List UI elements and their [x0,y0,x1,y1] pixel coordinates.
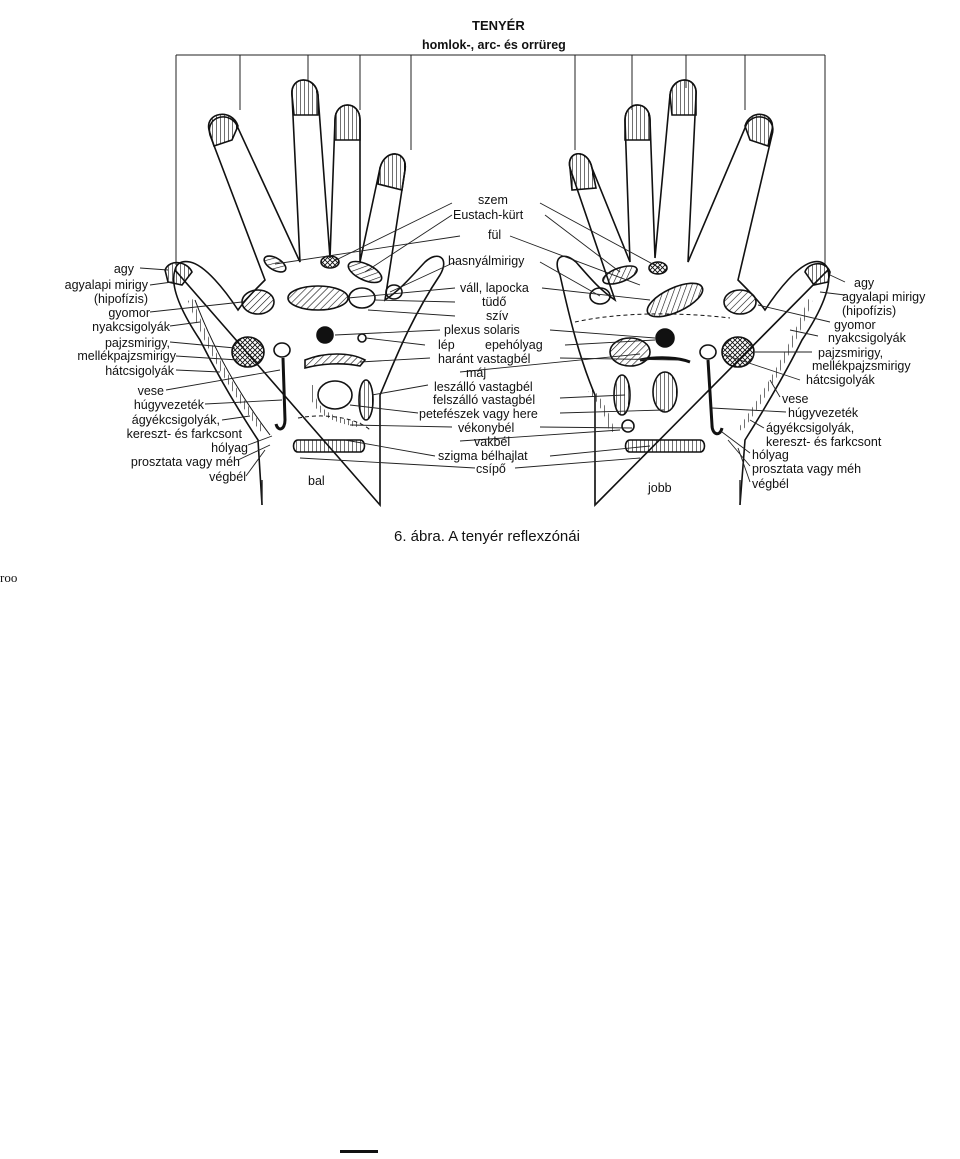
center-label-plexus: plexus solaris [444,323,520,337]
right-hand [556,79,831,507]
center-label-vekonybel: vékonybél [458,421,515,435]
left-label-hatcsigolyak: hátcsigolyák [105,364,174,378]
right-label-pajzsmirigy: pajzsmirigy, [818,346,884,360]
right-label-hugyvezetek: húgyvezeték [788,406,859,420]
frame-lines [175,54,826,265]
right-label-mellekpajzsmirigy: mellékpajzsmirigy [812,359,911,373]
right-label-agyalapi: agyalapi mirigy [842,290,926,304]
left-hand-label: bal [308,474,325,488]
center-label-szem: szem [478,193,508,207]
diagram-subtitle: homlok-, arc- és orrüreg [422,38,566,52]
right-label-agyekcsigolyak: ágyékcsigolyák, [766,421,855,435]
figure-caption: 6. ábra. A tenyér reflexzónái [394,528,580,545]
center-label-szigma: szigma bélhajlat [438,449,528,463]
right-hand-label: jobb [648,481,672,495]
center-label-tudo: tüdő [482,295,507,309]
center-label-leszallo: leszálló vastagbél [434,380,533,394]
side-leader-lines [139,267,846,483]
center-label-lep: lép [438,338,455,352]
left-label-holyag: hólyag [211,441,248,455]
center-label-ful: fül [488,228,502,242]
center-label-eustach: Eustach-kürt [453,208,524,222]
center-label-maj: máj [466,366,487,380]
right-label-kereszt: kereszt- és farkcsont [766,435,882,449]
right-label-holyag: hólyag [752,448,789,462]
left-hand [164,79,445,508]
left-label-nyakcsigolyak: nyakcsigolyák [92,320,170,334]
left-label-prosztata: prosztata vagy méh [130,455,240,469]
center-label-harant: haránt vastagbél [438,352,531,366]
left-label-vese: vese [137,384,164,398]
center-label-hasnyal: hasnyálmirigy [448,254,525,268]
left-label-hugyvezetek: húgyvezeték [133,398,204,412]
right-label-hipofizis: (hipofízis) [842,304,897,318]
right-label-vese: vese [782,392,809,406]
right-label-prosztata: prosztata vagy méh [752,462,862,476]
page-footer-dash [340,1150,378,1153]
right-label-vegbel: végbél [752,477,789,491]
right-label-nyakcsigolyak: nyakcsigolyák [828,331,906,345]
right-label-gyomor: gyomor [834,318,876,332]
center-label-sziv: szív [486,309,509,323]
left-label-mellekpajzsmirigy: mellékpajzsmirigy [77,349,176,363]
left-label-agyekcsigolyak: ágyékcsigolyák, [131,413,220,427]
left-label-kereszt: kereszt- és farkcsont [126,427,242,441]
diagram-title: TENYÉR [472,18,525,33]
left-label-agy: agy [113,262,134,276]
left-label-agyalapi: agyalapi mirigy [64,278,148,292]
left-label-gyomor: gyomor [108,306,150,320]
center-label-vakbel: vakbél [474,435,511,449]
page-mark: roo [0,570,18,585]
palm-reflex-diagram [139,54,846,508]
center-label-felszallo: felszálló vastagbél [433,393,536,407]
center-label-epeholyag: epehólyag [485,338,543,352]
left-label-vegbel: végbél [209,470,246,484]
center-label-vall: váll, lapocka [460,281,529,295]
leader-lines [274,202,681,469]
right-label-hatcsigolyak: hátcsigolyák [806,373,875,387]
right-label-agy: agy [854,276,875,290]
left-label-hipofizis: (hipofízis) [93,292,148,306]
left-label-pajzsmirigy: pajzsmirigy, [104,336,170,350]
center-label-petefeszek: petefészek vagy here [419,407,538,421]
center-label-csipo: csípő [476,462,506,476]
